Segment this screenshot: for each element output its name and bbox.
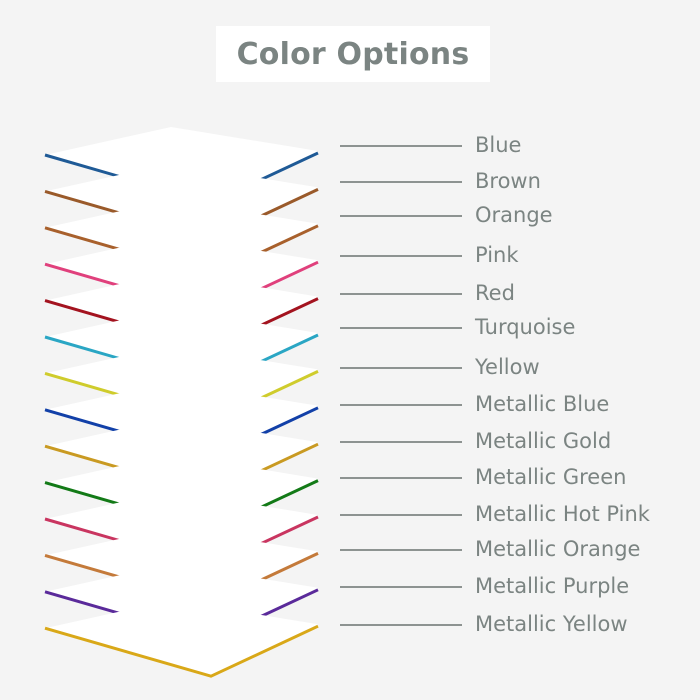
color-label: Metallic Orange — [475, 537, 641, 561]
sheet-edge-metallic-yellow — [44, 624, 319, 678]
page-title: Color Options — [236, 36, 470, 72]
leader-line — [340, 327, 462, 329]
color-label: Metallic Hot Pink — [475, 502, 650, 526]
color-label: Blue — [475, 133, 522, 157]
color-label: Metallic Green — [475, 465, 627, 489]
leader-line — [340, 293, 462, 295]
leader-line — [340, 255, 462, 257]
leader-line — [340, 404, 462, 406]
leader-line — [340, 181, 462, 183]
leader-line — [340, 624, 462, 626]
leader-line — [340, 367, 462, 369]
leader-line — [340, 477, 462, 479]
color-label: Metallic Yellow — [475, 612, 628, 636]
leader-line — [340, 215, 462, 217]
color-label: Brown — [475, 169, 541, 193]
leader-line — [340, 586, 462, 588]
leader-line — [340, 514, 462, 516]
color-label: Pink — [475, 243, 519, 267]
title-box: Color Options — [216, 26, 490, 82]
leader-line — [340, 441, 462, 443]
color-label: Red — [475, 281, 515, 305]
color-label: Turquoise — [475, 315, 576, 339]
color-label: Yellow — [475, 355, 540, 379]
color-label: Orange — [475, 203, 553, 227]
leader-line — [340, 145, 462, 147]
color-label: Metallic Purple — [475, 574, 630, 598]
color-label: Metallic Gold — [475, 429, 612, 453]
color-label: Metallic Blue — [475, 392, 610, 416]
sheet-face — [45, 600, 318, 677]
leader-line — [340, 549, 462, 551]
